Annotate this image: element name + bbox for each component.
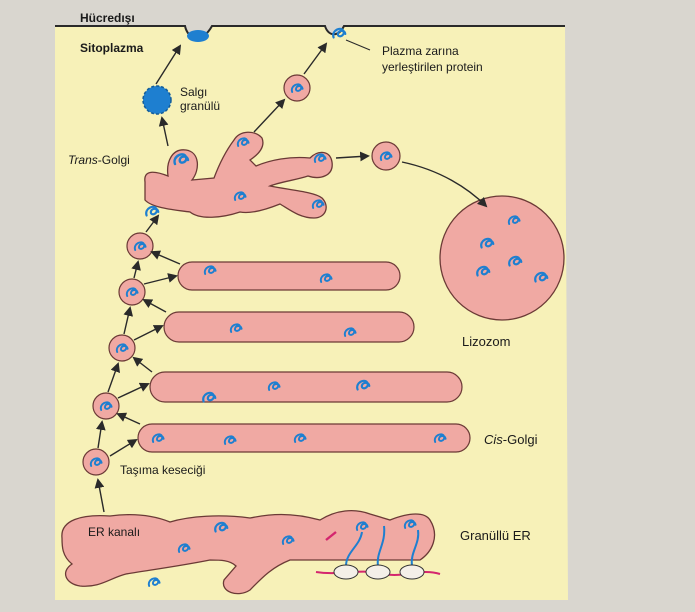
secretory-granule	[143, 86, 171, 114]
membrane-protein-label-1: Plazma zarına	[382, 44, 459, 58]
golgi-cisterna-3	[150, 372, 462, 402]
cis-golgi-label-prefix: Cis	[484, 432, 503, 447]
golgi-cisterna-2	[164, 312, 414, 342]
secretory-granule-label-2: granülü	[180, 99, 220, 113]
er-channel-label: ER kanalı	[88, 525, 140, 539]
rough-er-label: Granüllü ER	[460, 528, 531, 543]
lysosome	[440, 196, 564, 320]
trans-golgi-label: Trans-Golgi	[68, 153, 130, 167]
cis-golgi-label-suffix: -Golgi	[503, 432, 538, 447]
lysosome-label: Lizozom	[462, 334, 510, 349]
membrane-protein-label-2: yerleştirilen protein	[382, 60, 483, 74]
secreted-granule-content	[187, 30, 209, 42]
ribosome-3	[400, 565, 424, 579]
extracellular-label: Hücredışı	[80, 11, 135, 25]
cis-golgi-label: Cis-Golgi	[484, 432, 538, 447]
ribosome-1	[334, 565, 358, 579]
transport-vesicle-label: Taşıma keseciği	[120, 463, 205, 477]
cytoplasm-label: Sitoplazma	[80, 41, 144, 55]
trans-golgi-label-prefix: Trans	[68, 153, 98, 167]
secretory-granule-label-1: Salgı	[180, 85, 207, 99]
trans-golgi-label-suffix: -Golgi	[98, 153, 130, 167]
ribosome-2	[366, 565, 390, 579]
